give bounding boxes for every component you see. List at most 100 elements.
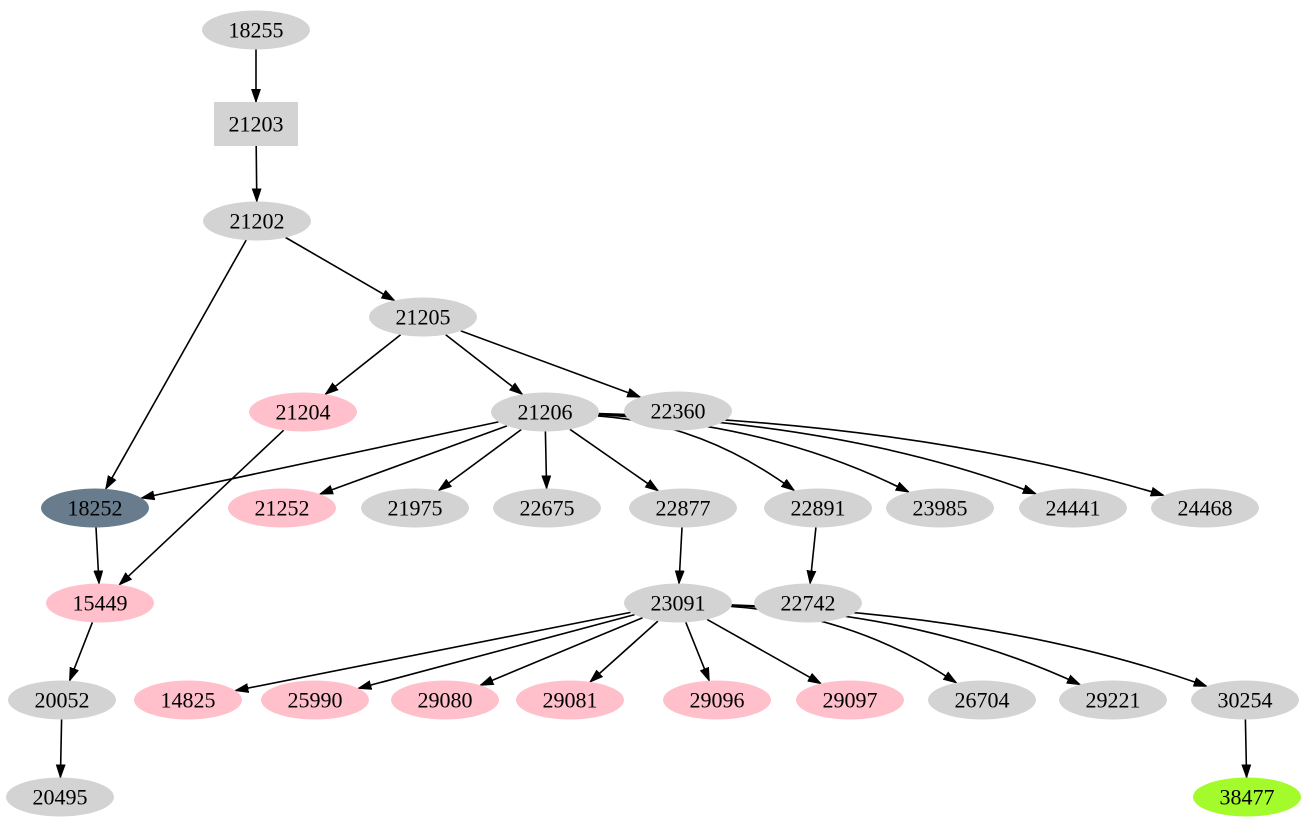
node-shape-ellipse: [391, 680, 499, 720]
node-shape-ellipse: [249, 392, 357, 432]
node-shape-ellipse: [663, 680, 771, 720]
graph-edge-23091-29080: [480, 616, 643, 687]
graph-node-29221: 29221: [1059, 680, 1167, 720]
graph-edge-21205-21204: [325, 334, 402, 395]
node-shape-ellipse: [202, 10, 310, 50]
node-shape-ellipse: [1019, 488, 1127, 528]
graph-node-20495: 20495: [6, 777, 114, 817]
graph-node-22877: 22877: [629, 488, 737, 528]
graph-node-29081: 29081: [516, 680, 624, 720]
node-shape-ellipse: [624, 583, 732, 623]
node-label: 23091: [651, 591, 706, 616]
node-label: 18252: [68, 496, 123, 521]
graph-edge-22877-23091: [679, 527, 682, 584]
node-label: 22877: [656, 496, 711, 521]
graph-edge-20052-20495: [60, 719, 61, 778]
node-label: 20052: [35, 688, 90, 713]
node-label: 30254: [1218, 688, 1273, 713]
graph-node-29080: 29080: [391, 680, 499, 720]
node-shape-ellipse: [886, 488, 994, 528]
graph-node-24441: 24441: [1019, 488, 1127, 528]
node-shape-ellipse: [491, 392, 599, 432]
node-label: 22675: [520, 496, 575, 521]
node-shape-ellipse: [361, 488, 469, 528]
graph-node-26704: 26704: [928, 680, 1036, 720]
node-label: 29081: [543, 688, 598, 713]
node-shape-ellipse: [369, 297, 477, 337]
node-label: 29096: [690, 688, 745, 713]
graph-edge-21205-22360: [460, 330, 640, 398]
node-shape-ellipse: [629, 488, 737, 528]
graph-node-14825: 14825: [134, 680, 242, 720]
node-shape-ellipse: [134, 680, 242, 720]
node-shape-ellipse: [203, 201, 311, 241]
node-label: 29097: [823, 688, 878, 713]
node-label: 21252: [255, 496, 310, 521]
node-shape-ellipse: [1059, 680, 1167, 720]
graph-edge-15449-20052: [68, 622, 94, 680]
graph-node-21252: 21252: [228, 488, 336, 528]
graph-node-22360: 22360: [624, 391, 732, 431]
node-label: 38477: [1220, 785, 1275, 810]
graph-node-21204: 21204: [249, 392, 357, 432]
graph-node-15449: 15449: [46, 583, 154, 623]
node-label: 15449: [73, 591, 128, 616]
graph-edge-30254-38477: [1245, 719, 1246, 778]
node-shape-ellipse: [41, 488, 149, 528]
graph-node-18252: 18252: [41, 488, 149, 528]
graph-edge-23091-25990: [358, 613, 635, 689]
graph-edge-21205-21206: [445, 334, 523, 395]
node-label: 21975: [388, 496, 443, 521]
graph-edge-23091-14825: [235, 611, 631, 690]
node-label: 22742: [781, 591, 836, 616]
graph-edge-23091-29096: [685, 622, 710, 680]
graph-edge-22891-22742: [810, 527, 817, 584]
graph-edge-21202-21205: [285, 236, 395, 301]
graph-edge-21206-22675: [545, 431, 546, 489]
node-label: 22891: [791, 496, 846, 521]
graph-edge-18252-15449: [96, 527, 99, 584]
graph-node-38477: 38477: [1193, 777, 1301, 817]
node-shape-ellipse: [624, 391, 732, 431]
graph-node-18255: 18255: [202, 10, 310, 50]
node-label: 25990: [288, 688, 343, 713]
node-shape-ellipse: [928, 680, 1036, 720]
node-shape-ellipse: [1151, 488, 1259, 528]
graph-edge-21206-18252: [142, 421, 499, 498]
graph-node-22742: 22742: [754, 583, 862, 623]
graph-edge-21206-21975: [439, 428, 522, 491]
node-label: 20495: [33, 785, 88, 810]
node-label: 21205: [396, 305, 451, 330]
node-shape-ellipse: [516, 680, 624, 720]
node-label: 14825: [161, 688, 216, 713]
graph-node-21202: 21202: [203, 201, 311, 241]
node-label: 21203: [229, 112, 284, 137]
graph-edge-21206-22891: [597, 415, 794, 491]
node-shape-ellipse: [764, 488, 872, 528]
graph-node-25990: 25990: [261, 680, 369, 720]
node-label: 18255: [229, 18, 284, 43]
graph-node-29097: 29097: [796, 680, 904, 720]
node-label: 29080: [418, 688, 473, 713]
graph-node-23985: 23985: [886, 488, 994, 528]
graph-node-21975: 21975: [361, 488, 469, 528]
graph-node-20052: 20052: [8, 680, 116, 720]
node-shape-ellipse: [1193, 777, 1301, 817]
node-shape-ellipse: [796, 680, 904, 720]
node-label: 22360: [651, 399, 706, 424]
graph-edge-21203-21202: [256, 145, 257, 202]
graph-edge-21204-15449: [119, 429, 285, 585]
node-label: 24441: [1046, 496, 1101, 521]
node-label: 24468: [1178, 496, 1233, 521]
node-shape-ellipse: [46, 583, 154, 623]
graph-node-24468: 24468: [1151, 488, 1259, 528]
node-shape-ellipse: [261, 680, 369, 720]
graph-edge-21206-22877: [569, 428, 658, 490]
graph-edge-23091-26704: [731, 605, 956, 683]
graph-node-23091: 23091: [624, 583, 732, 623]
graph-node-29096: 29096: [663, 680, 771, 720]
node-label: 21202: [230, 209, 285, 234]
graph-node-22891: 22891: [764, 488, 872, 528]
graph-node-22675: 22675: [493, 488, 601, 528]
